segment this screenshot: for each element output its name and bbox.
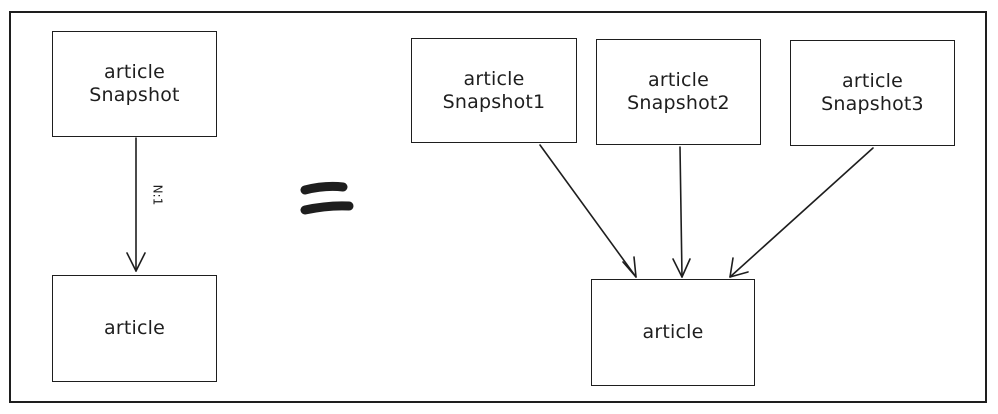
outer-frame [9,11,987,403]
snapshot-box-2-line2: Snapshot2 [627,92,730,114]
snapshot-box-3-line1: article [842,70,903,92]
equals-top-bar [300,181,348,195]
snapshot-box-2-line1: article [648,69,709,91]
arrow-left-head [126,252,146,272]
arrow-2 [672,146,691,278]
article-box-right[interactable]: article [591,279,755,386]
snapshot-box-1-line2: Snapshot1 [442,90,546,113]
arrow-2-head [672,258,691,278]
equals-bottom-bar [300,201,354,215]
snapshot-box-line2: Snapshot [89,84,180,106]
snapshot-box-2[interactable]: article Snapshot2 [596,39,761,145]
arrow-3-shaft [729,147,874,278]
snapshot-box-1-line1: article [463,67,525,90]
article-box-left-label: article [104,317,165,339]
arrow-left [126,137,146,272]
snapshot-box-1[interactable]: article Snapshot1 [411,38,577,143]
snapshot-box-line1: article [104,61,165,83]
article-box-left[interactable]: article [52,275,217,382]
snapshot-box[interactable]: article Snapshot [52,31,217,137]
arrow-1-head [622,256,637,278]
arrow-1 [539,144,637,278]
arrow-2-shaft [679,146,683,278]
article-box-right-label: article [642,321,704,343]
equals-sign [300,181,354,215]
arrow-3-head [729,257,749,278]
snapshot-box-3[interactable]: article Snapshot3 [790,40,955,146]
snapshot-box-3-line2: Snapshot3 [821,93,924,115]
arrow-3 [729,147,874,278]
arrow-1-shaft [539,144,637,278]
